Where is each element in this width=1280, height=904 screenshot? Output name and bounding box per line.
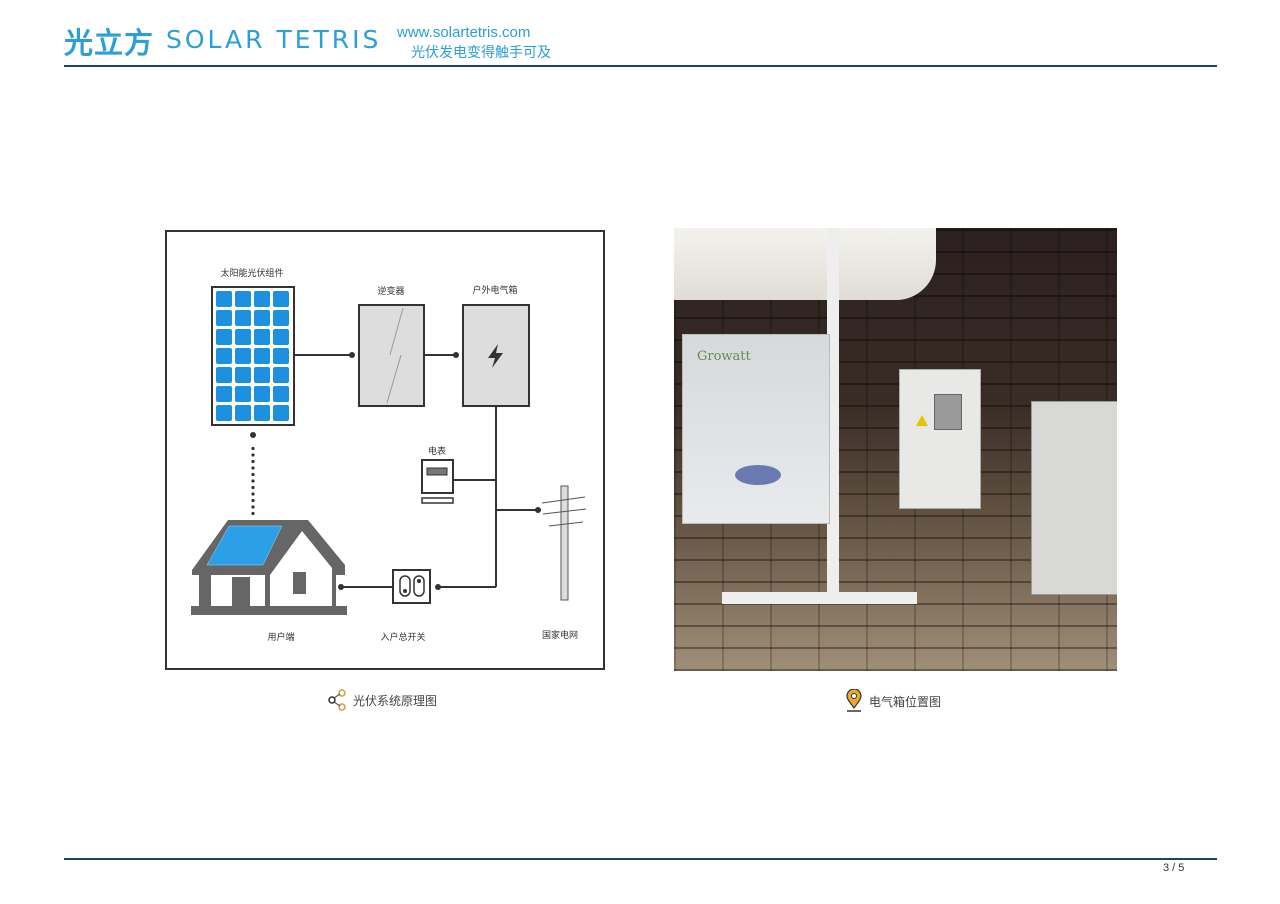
- solar-cell: [216, 348, 232, 364]
- dotted-connector: [250, 432, 256, 516]
- horizontal-pipe: [722, 592, 917, 604]
- drain-pipe: [827, 228, 839, 598]
- solar-cell: [273, 291, 289, 307]
- lightning-icon: [488, 344, 503, 368]
- connector-dot: [251, 505, 255, 509]
- inverter-brand: Growatt: [697, 349, 751, 364]
- header-divider: [64, 65, 1217, 67]
- footer-divider: [64, 858, 1217, 860]
- utility-pole-icon: [541, 485, 587, 601]
- label-meter: 电表: [428, 445, 446, 457]
- solar-cell: [254, 348, 270, 364]
- photo-caption: 电气箱位置图: [845, 689, 941, 713]
- main-switch-icon: [392, 569, 431, 604]
- website-link[interactable]: www.solartetris.com: [397, 24, 531, 41]
- label-grid: 国家电网: [542, 629, 578, 641]
- solar-cell: [235, 329, 251, 345]
- solar-cell: [273, 348, 289, 364]
- electric-meter-icon: [421, 459, 454, 504]
- diagram-caption-text: 光伏系统原理图: [353, 693, 438, 708]
- diagram-svg: 太阳能光伏组件 逆变器 户外电气箱 电表: [191, 267, 587, 643]
- connector-dot: [251, 492, 255, 496]
- outdoor-electrical-box-icon: [462, 304, 530, 407]
- diagram-caption: 光伏系统原理图: [327, 689, 437, 711]
- solar-cell: [216, 329, 232, 345]
- solar-cell: [254, 405, 270, 421]
- eave: [674, 228, 936, 300]
- solar-cell: [254, 291, 270, 307]
- connector-dot: [251, 485, 255, 490]
- solar-cell: [273, 405, 289, 421]
- solar-cell: [273, 329, 289, 345]
- solar-cell: [273, 367, 289, 383]
- distribution-box: [1031, 401, 1117, 595]
- solar-cell: [216, 367, 232, 383]
- inverter-display: [735, 465, 781, 485]
- solar-cell: [273, 386, 289, 402]
- label-user-end: 用户端: [267, 631, 294, 643]
- solar-cell: [273, 310, 289, 326]
- solar-cell: [235, 386, 251, 402]
- solar-cell: [216, 405, 232, 421]
- connector-dot: [251, 511, 255, 516]
- solar-cell: [254, 310, 270, 326]
- logo-english: SOLAR TETRIS: [166, 25, 382, 54]
- connector-dot: [251, 453, 255, 457]
- connector-dot: [251, 466, 255, 470]
- solar-cell: [254, 386, 270, 402]
- logo-chinese: 光立方: [64, 26, 155, 60]
- label-inverter: 逆变器: [377, 285, 404, 297]
- inverter-icon: [358, 304, 425, 407]
- solar-cell: [216, 310, 232, 326]
- photo-caption-text: 电气箱位置图: [869, 694, 942, 709]
- solar-cell: [235, 367, 251, 383]
- house-icon: [191, 520, 347, 615]
- connector-dot: [251, 498, 255, 503]
- location-pin-icon: [846, 689, 862, 712]
- solar-cell: [235, 291, 251, 307]
- solar-cell: [216, 386, 232, 402]
- solar-cell: [254, 367, 270, 383]
- label-main-switch: 入户总开关: [380, 631, 425, 643]
- connector-dot: [251, 459, 255, 464]
- label-solar-panel: 太阳能光伏组件: [220, 267, 283, 279]
- solar-cell: [235, 405, 251, 421]
- pv-system-diagram: 太阳能光伏组件 逆变器 户外电气箱 电表: [165, 230, 605, 670]
- inverter-unit: Growatt: [682, 334, 830, 524]
- connector-dot: [251, 479, 255, 483]
- slogan: 光伏发电变得触手可及: [411, 45, 551, 61]
- electrical-box-photo: Growatt: [674, 228, 1117, 671]
- solar-cell: [235, 310, 251, 326]
- page-number: 3 / 5: [1163, 862, 1185, 874]
- solar-cell: [235, 348, 251, 364]
- meter-box: [899, 369, 981, 509]
- solar-cell: [254, 329, 270, 345]
- label-outdoor-box: 户外电气箱: [472, 284, 517, 296]
- share-icon: [328, 689, 346, 711]
- solar-cell: [216, 291, 232, 307]
- solar-panel-icon: [211, 286, 295, 426]
- connector-dot: [251, 446, 255, 451]
- connector-dot: [251, 472, 255, 477]
- connector-dot: [250, 432, 256, 438]
